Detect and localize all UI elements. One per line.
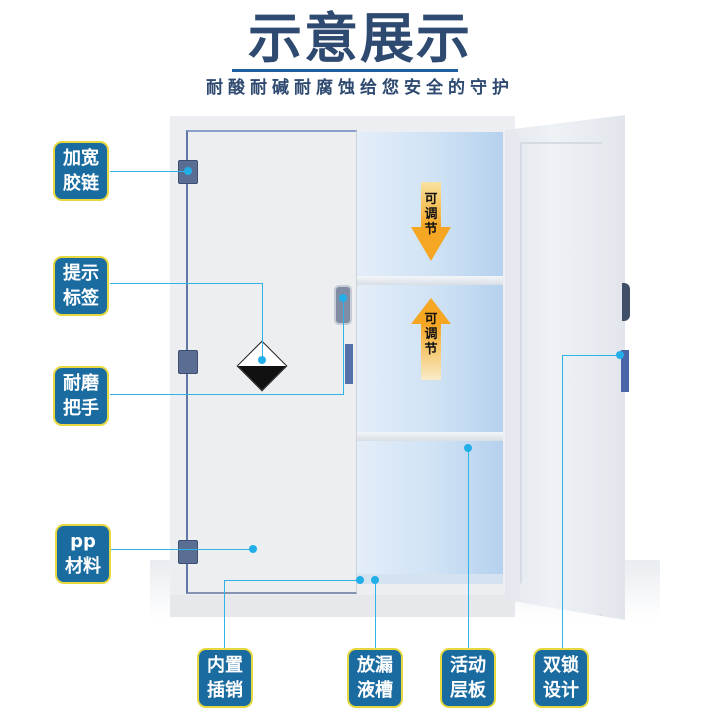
leader-line bbox=[375, 580, 376, 650]
callout-text: 胶链 bbox=[63, 173, 99, 194]
leader-line bbox=[110, 549, 253, 550]
lock-icon bbox=[345, 344, 353, 384]
hinge-icon bbox=[178, 350, 198, 374]
adjust-label: 可调节 bbox=[424, 192, 438, 237]
callout-text: 活动 bbox=[450, 655, 486, 676]
leader-line bbox=[262, 283, 263, 360]
callout-handle: 耐磨 把手 bbox=[53, 366, 109, 426]
callout-leak-tray: 放漏 液槽 bbox=[347, 648, 403, 708]
title-underline bbox=[232, 69, 458, 72]
callout-dual-lock: 双锁 设计 bbox=[533, 648, 589, 708]
shelf-upper bbox=[355, 276, 503, 285]
callout-text: pp bbox=[70, 531, 96, 552]
leader-line bbox=[562, 355, 563, 650]
callout-text: 插销 bbox=[207, 680, 243, 701]
right-door-panel bbox=[520, 142, 602, 616]
leader-dot bbox=[339, 294, 347, 302]
callout-text: 液槽 bbox=[357, 680, 393, 701]
adjust-down-arrow-icon: 可调节 bbox=[411, 182, 451, 262]
adjust-label: 可调节 bbox=[424, 312, 438, 357]
callout-latch: 内置 插销 bbox=[197, 648, 253, 708]
leader-line bbox=[224, 580, 360, 581]
hinge-icon bbox=[178, 540, 198, 564]
leak-tray bbox=[355, 574, 503, 584]
callout-pp-material: pp 材料 bbox=[55, 524, 111, 584]
callout-text: 把手 bbox=[63, 398, 99, 419]
callout-text: 加宽 bbox=[63, 148, 99, 169]
callout-hinge: 加宽 胶链 bbox=[53, 141, 109, 201]
leader-line bbox=[110, 394, 344, 395]
callout-text: 提示 bbox=[63, 263, 99, 284]
callout-text: 耐磨 bbox=[63, 373, 99, 394]
leader-dot bbox=[249, 545, 257, 553]
right-door bbox=[505, 115, 625, 620]
leader-dot bbox=[616, 351, 624, 359]
page-title: 示意展示 bbox=[248, 7, 472, 70]
callout-text: 层板 bbox=[450, 680, 486, 701]
leader-line bbox=[468, 448, 469, 650]
page-subtitle: 耐酸耐碱耐腐蚀给您安全的守护 bbox=[206, 78, 514, 98]
adjust-up-arrow-icon: 可调节 bbox=[411, 298, 451, 380]
lock-icon bbox=[621, 350, 629, 392]
cabinet-base bbox=[170, 595, 515, 617]
callout-shelf: 活动 层板 bbox=[440, 648, 496, 708]
leader-dot bbox=[356, 576, 364, 584]
leader-line bbox=[562, 355, 620, 356]
leader-dot bbox=[258, 356, 266, 364]
leader-dot bbox=[371, 576, 379, 584]
leader-dot bbox=[184, 167, 192, 175]
callout-text: 设计 bbox=[543, 680, 579, 701]
leader-line bbox=[224, 580, 225, 650]
leader-line bbox=[343, 298, 344, 395]
shelf-lower bbox=[355, 432, 503, 441]
callout-text: 放漏 bbox=[357, 655, 393, 676]
callout-text: 内置 bbox=[207, 655, 243, 676]
handle-icon bbox=[622, 283, 630, 321]
callout-warning-label: 提示 标签 bbox=[53, 256, 109, 316]
callout-text: 材料 bbox=[65, 556, 101, 577]
leader-dot bbox=[464, 444, 472, 452]
callout-text: 双锁 bbox=[543, 655, 579, 676]
callout-text: 标签 bbox=[63, 288, 99, 309]
leader-line bbox=[110, 283, 263, 284]
leader-line bbox=[110, 171, 188, 172]
